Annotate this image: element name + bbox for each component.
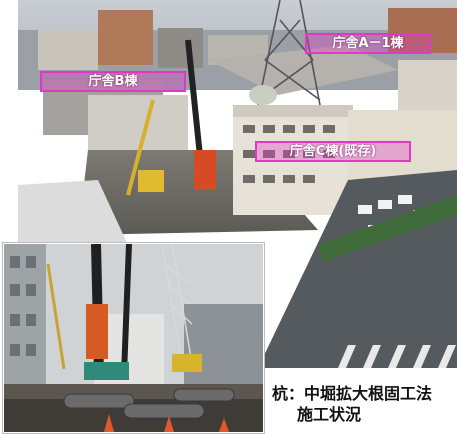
- label-building-b-text: 庁舎B棟: [88, 74, 138, 89]
- aerial-view-illustration: [18, 0, 457, 368]
- label-building-a: 庁舎A－1棟: [305, 33, 431, 54]
- inset-pile-construction-photo: [3, 243, 264, 433]
- caption-line-2: 施工状況: [297, 405, 362, 424]
- photo-caption: 杭：中堀拡大根固工法 施工状況: [272, 383, 457, 425]
- pile-work-illustration: [4, 244, 263, 432]
- label-building-a-text: 庁舎A－1棟: [332, 36, 404, 51]
- main-construction-photo: [18, 0, 457, 368]
- label-building-b: 庁舎B棟: [40, 71, 186, 92]
- label-building-c: 庁舎C棟(既存): [255, 141, 411, 162]
- caption-line-1: 杭：中堀拡大根固工法: [272, 384, 433, 403]
- label-building-c-text: 庁舎C棟(既存): [289, 144, 377, 159]
